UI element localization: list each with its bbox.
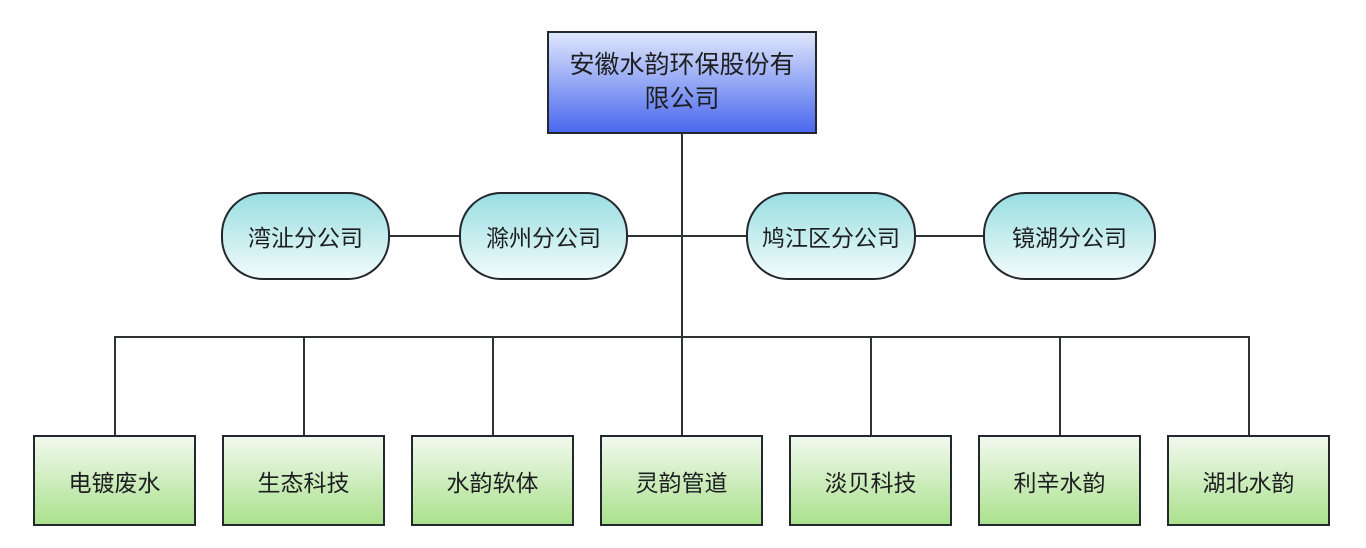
node-sub-ecology-tech[interactable]: 生态科技 [222, 435, 385, 526]
connector-drop-5 [870, 336, 872, 435]
connector-drop-3 [492, 336, 494, 435]
connector-drop-7 [1248, 336, 1250, 435]
node-branch-wanzhi-label: 湾沚分公司 [248, 225, 363, 251]
node-branch-jinghu-label: 镜湖分公司 [1012, 225, 1127, 251]
node-root-company[interactable]: 安徽水韵环保股份有限公司 [547, 31, 817, 134]
node-sub-hubei-shuiyun[interactable]: 湖北水韵 [1167, 435, 1330, 526]
node-branch-jinghu[interactable]: 镜湖分公司 [983, 192, 1156, 280]
connector-drop-4 [681, 336, 683, 435]
node-sub-danbei-tech-label: 淡贝科技 [824, 469, 917, 496]
node-sub-lixin-shuiyun[interactable]: 利辛水韵 [978, 435, 1141, 526]
node-sub-danbei-tech[interactable]: 淡贝科技 [789, 435, 952, 526]
connector-branch-3-4 [916, 235, 983, 237]
connector-drop-6 [1059, 336, 1061, 435]
node-branch-wanzhi[interactable]: 湾沚分公司 [221, 192, 390, 280]
node-sub-lixin-shuiyun-label: 利辛水韵 [1013, 469, 1106, 496]
node-sub-electroplating-wastewater[interactable]: 电镀废水 [33, 435, 196, 526]
node-branch-jiujiang-district[interactable]: 鸠江区分公司 [746, 192, 916, 280]
connector-branch-2-3 [628, 235, 746, 237]
node-sub-lingyun-pipeline[interactable]: 灵韵管道 [600, 435, 763, 526]
connector-branch-1-2 [390, 235, 459, 237]
node-branch-chuzhou[interactable]: 滁州分公司 [459, 192, 628, 280]
node-branch-jiujiang-district-label: 鸠江区分公司 [762, 225, 900, 251]
node-sub-shuiyun-software-label: 水韵软体 [446, 469, 539, 496]
node-sub-shuiyun-software[interactable]: 水韵软体 [411, 435, 574, 526]
node-root-company-label: 安徽水韵环保股份有限公司 [569, 50, 795, 113]
connector-drop-2 [303, 336, 305, 435]
node-sub-lingyun-pipeline-label: 灵韵管道 [635, 469, 728, 496]
node-sub-electroplating-wastewater-label: 电镀废水 [68, 469, 161, 496]
node-sub-hubei-shuiyun-label: 湖北水韵 [1202, 469, 1295, 496]
node-branch-chuzhou-label: 滁州分公司 [486, 225, 601, 251]
node-sub-ecology-tech-label: 生态科技 [257, 469, 350, 496]
connector-drop-1 [114, 336, 116, 435]
